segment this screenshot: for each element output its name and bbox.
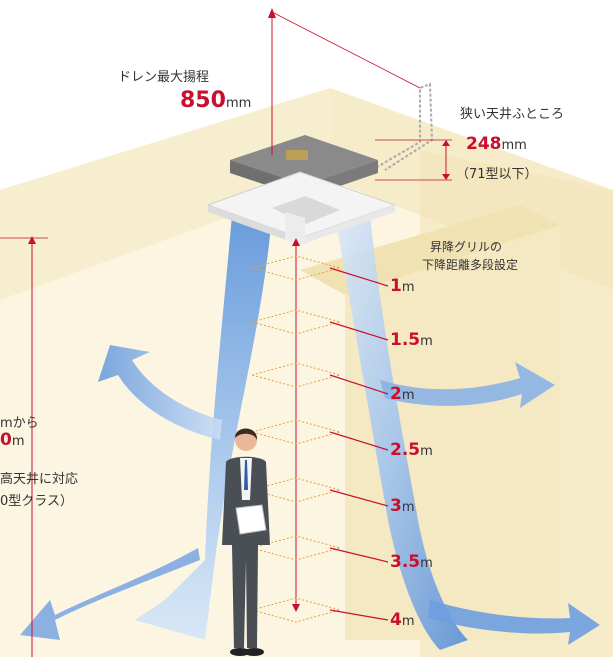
grille-level-plane (250, 362, 342, 388)
height-label: 1m (390, 276, 415, 296)
height-value: 3 (390, 496, 402, 516)
grille-level-plane (250, 597, 342, 623)
left-note-line2: 高天井に対応 (0, 472, 79, 487)
height-label: 1.5m (390, 330, 433, 350)
height-unit: m (420, 334, 433, 349)
height-unit: m (401, 280, 415, 295)
businessman-figure (222, 428, 270, 656)
refrigerant-pipe (371, 82, 434, 171)
ceiling-space-title: 狭い天井ふところ (460, 107, 565, 122)
dimension-lines (0, 8, 452, 657)
height-label: 2m (390, 384, 415, 404)
level-pointer-line (329, 431, 389, 451)
right-airflow (335, 215, 600, 650)
level-pointer-line (329, 374, 389, 395)
level-pointer-line (329, 547, 389, 563)
height-unit: m (401, 614, 415, 629)
height-value: 2 (390, 384, 402, 404)
height-unit: m (401, 388, 415, 403)
height-unit: m (420, 556, 433, 571)
grille-level-plane (250, 255, 342, 281)
drain-title: ドレン最大揚程 (118, 70, 210, 85)
grille-caption-1: 昇降グリルの (430, 240, 503, 254)
grille-level-plane (250, 419, 342, 445)
height-value: 1 (390, 276, 402, 296)
height-value: 2.5 (390, 440, 421, 460)
height-label: 3m (390, 496, 415, 516)
grille-caption-2: 下降距離多段設定 (422, 258, 519, 272)
height-label: 3.5m (390, 552, 433, 572)
grille-levels (250, 255, 389, 623)
level-pointer-line (329, 267, 389, 287)
ceiling-space-value: 248 (466, 134, 502, 154)
ceiling-space-note: （71型以下） (456, 167, 538, 182)
left-note-line1: mから (0, 416, 39, 431)
ceiling-cassette-unit (206, 135, 397, 245)
height-value: 1.5 (390, 330, 421, 350)
left-note-value: 0 (0, 430, 12, 450)
drain-value-group: 850mm (180, 88, 251, 113)
level-pointer-line (329, 321, 389, 341)
left-airflow (20, 215, 272, 640)
height-value: 3.5 (390, 552, 421, 572)
grille-level-plane (250, 535, 342, 561)
height-value: 4 (390, 610, 402, 630)
left-note-unit: m (11, 434, 25, 449)
drain-value: 850 (180, 88, 226, 113)
height-label: 2.5m (390, 440, 433, 460)
drain-unit: mm (225, 96, 252, 111)
grille-level-plane (250, 309, 342, 335)
left-note-value-group: 0m (0, 430, 25, 450)
left-note-line3: 0型クラス） (0, 494, 74, 509)
ceiling-space-value-group: 248mm (466, 134, 527, 154)
level-pointer-line (329, 489, 389, 507)
ceiling-space-unit: mm (501, 138, 527, 153)
level-pointer-line (329, 609, 389, 621)
grille-level-plane (250, 477, 342, 503)
height-unit: m (401, 500, 415, 515)
height-unit: m (420, 444, 433, 459)
height-label: 4m (390, 610, 415, 630)
